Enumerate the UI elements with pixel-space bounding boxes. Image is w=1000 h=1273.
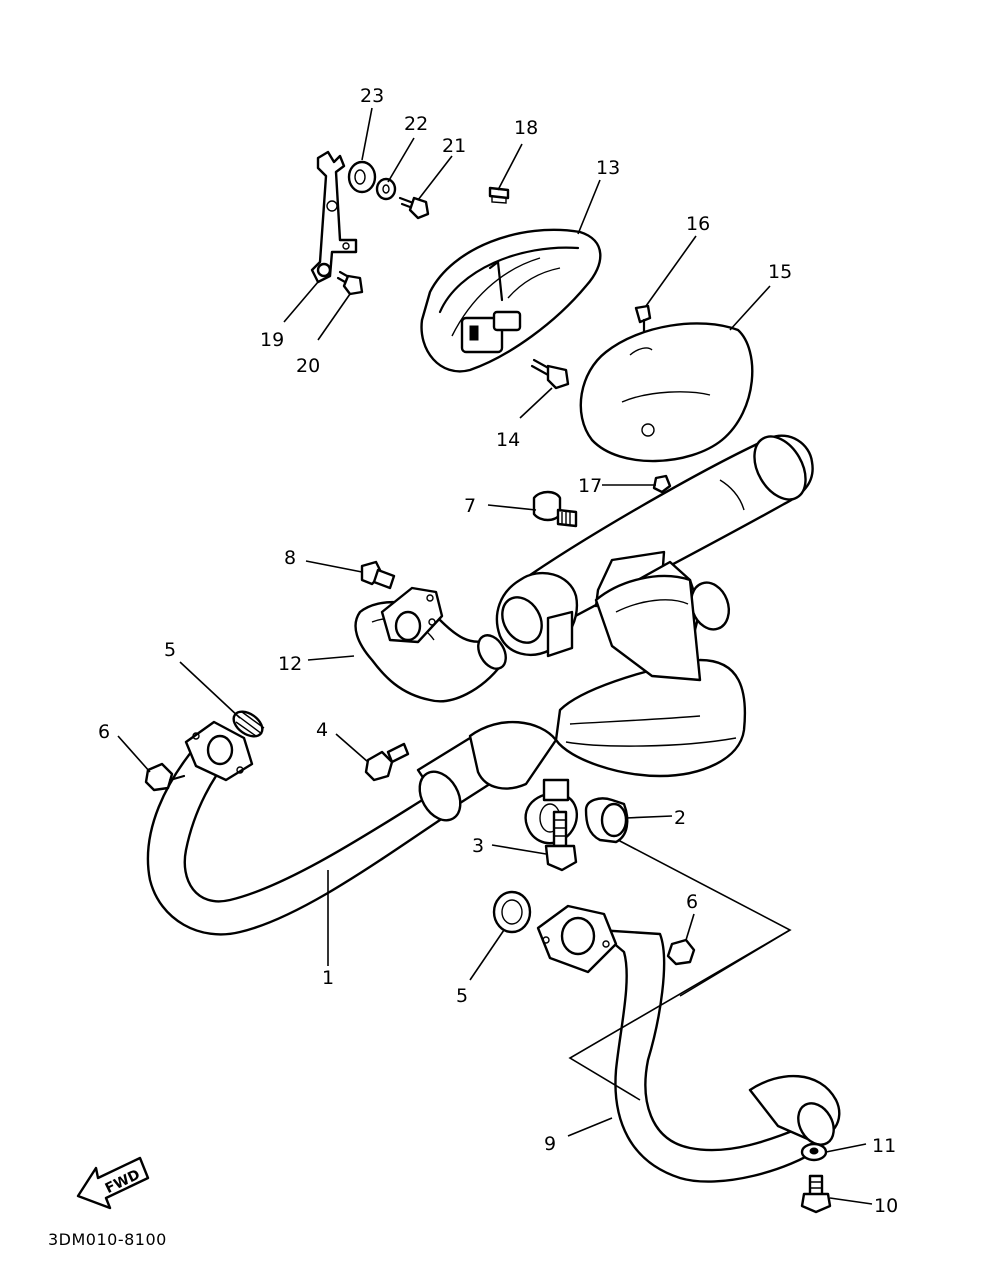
- part-8-bolt: [360, 560, 396, 590]
- part-23-grommet: [347, 160, 377, 194]
- callout-19: 19: [260, 329, 284, 351]
- part-17-nut: [652, 474, 672, 494]
- diagram-code: 3DM010-8100: [48, 1230, 167, 1249]
- callout-6-lower: 6: [686, 891, 698, 913]
- part-14-bolt: [530, 358, 570, 390]
- callout-17: 17: [578, 475, 602, 497]
- part-15-side-cover: [579, 322, 754, 463]
- callout-3: 3: [472, 835, 484, 857]
- callout-1: 1: [322, 967, 334, 989]
- muffler-body: [495, 550, 747, 778]
- part-22-collar: [375, 177, 397, 201]
- callout-9: 9: [544, 1133, 556, 1155]
- callout-15: 15: [768, 261, 792, 283]
- part-1-exhaust-pipe: [146, 720, 558, 936]
- part-4-bolt: [364, 742, 410, 782]
- callout-13: 13: [596, 157, 620, 179]
- part-21-bolt: [398, 196, 430, 220]
- part-10-bolt: [800, 1174, 832, 1214]
- callout-7: 7: [464, 495, 476, 517]
- callout-23: 23: [360, 85, 384, 107]
- callout-8: 8: [284, 547, 296, 569]
- part-3-clamp-bolt: [524, 778, 579, 872]
- part-6-nut-lower: [666, 938, 696, 966]
- part-6-nut-upper: [144, 762, 186, 792]
- part-20-bolt: [336, 270, 364, 296]
- part-9-exhaust-pipe: [536, 904, 841, 1183]
- callout-16: 16: [686, 213, 710, 235]
- leader-lines: [117, 107, 873, 1205]
- part-12-exhaust-elbow: [354, 586, 507, 703]
- callout-21: 21: [442, 135, 466, 157]
- callout-5-lower: 5: [456, 985, 468, 1007]
- callout-10: 10: [874, 1195, 898, 1217]
- part-16-screw: [634, 304, 652, 334]
- part-5-gasket-lower: [492, 890, 532, 934]
- callout-labels: 23 22 21 18 13 16 15 19 20 14 17 7 8 12 …: [98, 85, 898, 1217]
- part-19-bracket: [310, 150, 358, 284]
- callout-6-upper: 6: [98, 721, 110, 743]
- callout-18: 18: [514, 117, 538, 139]
- callout-5-upper: 5: [164, 639, 176, 661]
- callout-20: 20: [296, 355, 320, 377]
- callout-11: 11: [872, 1135, 896, 1157]
- part-5-gasket-upper: [232, 710, 265, 738]
- part-18-clip: [488, 186, 510, 204]
- part-7-bolt: [532, 490, 578, 528]
- callout-12: 12: [278, 653, 302, 675]
- part-11-washer: [800, 1142, 828, 1162]
- callout-14: 14: [496, 429, 520, 451]
- fwd-arrow-icon: FWD: [76, 1156, 150, 1210]
- callout-22: 22: [404, 113, 428, 135]
- callout-4: 4: [316, 719, 328, 741]
- part-13-muffler-cap: [420, 228, 602, 373]
- callout-2: 2: [674, 807, 686, 829]
- part-2-spacer: [584, 797, 629, 844]
